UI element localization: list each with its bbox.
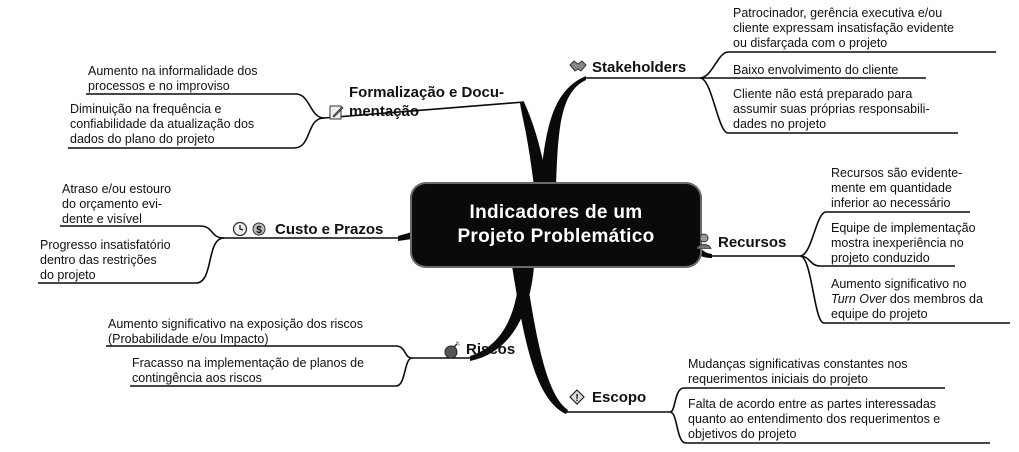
- line-leaf-e2: [669, 411, 990, 444]
- leaf-recursos-3[interactable]: Aumento significativo no Turn Over dos m…: [831, 277, 983, 322]
- central-topic-line1: Indicadores de um: [469, 202, 643, 223]
- line-leaf-f2: [68, 117, 325, 149]
- leaf-text: assumir suas próprias responsabili-: [733, 102, 930, 116]
- leaf-stakeholders-1[interactable]: Patrocinador, gerência executiva e/ou cl…: [733, 6, 954, 51]
- trunk-custo: [398, 232, 412, 241]
- leaf-text: Atraso e/ou estouro: [62, 182, 172, 196]
- branch-stakeholders[interactable]: Stakeholders: [592, 59, 687, 76]
- leaf-text-italic: Turn Over: [831, 292, 887, 306]
- leaf-text: dente e visível: [62, 212, 142, 226]
- line-leaf-r3: [799, 255, 1010, 324]
- leaf-riscos-1[interactable]: Aumento significativo na exposição dos r…: [108, 317, 363, 347]
- leaf-text: Cliente não está preparado para: [733, 87, 913, 101]
- leaf-escopo-2[interactable]: Falta de acordo entre as partes interess…: [688, 397, 940, 442]
- trunk-recursos: [700, 248, 712, 258]
- leaf-text-line: Turn Over dos membros da: [831, 292, 983, 307]
- clock-icon: [232, 221, 248, 240]
- leaf-text: Recursos são evidente-: [831, 166, 963, 180]
- warning-icon: !: [569, 389, 585, 408]
- leaf-text: processos e no improviso: [88, 79, 230, 93]
- leaf-text: quanto ao entendimento dos requerimentos…: [688, 412, 941, 426]
- leaf-custo-2[interactable]: Progresso insatisfatório dentro das rest…: [40, 238, 171, 283]
- leaf-text: Aumento significativo na exposição dos r…: [108, 317, 363, 331]
- leaf-text: Aumento na informalidade dos: [88, 64, 258, 78]
- leaf-text: mostra inexperiência no: [831, 236, 964, 250]
- trunk-formalizacao: [520, 102, 548, 186]
- leaf-custo-1[interactable]: Atraso e/ou estouro do orçamento evi- de…: [62, 182, 171, 227]
- leaf-text: confiabilidade da atualização dos: [70, 117, 255, 131]
- leaf-text: equipe do projeto: [831, 307, 928, 321]
- leaf-text: Equipe de implementação: [831, 221, 976, 235]
- line-leaf-r1: [799, 211, 970, 257]
- line-leaf-e1: [669, 387, 945, 413]
- leaf-text: ou disfarçada com o projeto: [733, 36, 888, 50]
- leaf-text: dades no projeto: [733, 117, 827, 131]
- leaf-stakeholders-3[interactable]: Cliente não está preparado para assumir …: [733, 87, 930, 132]
- leaf-text: contingência aos riscos: [132, 371, 262, 385]
- leaf-text: (Probabilidade e/ou Impacto): [108, 332, 269, 346]
- handshake-icon: [569, 59, 587, 76]
- leaf-text: inferior ao necessário: [831, 196, 951, 210]
- branch-custo-prazos[interactable]: Custo e Prazos: [275, 221, 384, 238]
- leaf-text: cliente expressam insatisfação evidente: [733, 21, 954, 35]
- branch-label-line1: Formalização e Docu-: [349, 84, 505, 101]
- central-topic-line2: Projeto Problemático: [457, 226, 655, 247]
- line-leaf-c2: [38, 237, 225, 284]
- leaf-text: do projeto: [40, 268, 96, 282]
- leaf-text: Progresso insatisfatório: [40, 238, 171, 252]
- branch-recursos[interactable]: Recursos: [718, 234, 787, 251]
- leaf-text: dentro das restrições: [40, 253, 157, 267]
- leaf-stakeholders-2[interactable]: Baixo envolvimento do cliente: [733, 63, 898, 78]
- central-topic[interactable]: Indicadores de um Projeto Problemático: [412, 184, 700, 266]
- branch-formalizacao[interactable]: Formalização e Docu- mentação: [349, 83, 504, 121]
- leaf-text: mente em quantidade: [831, 181, 952, 195]
- person-icon: [696, 233, 712, 252]
- leaf-text: Patrocinador, gerência executiva e/ou: [733, 6, 943, 20]
- leaf-text: Fracasso na implementação de planos de: [132, 356, 365, 370]
- leaf-text: requerimentos iniciais do projeto: [688, 372, 868, 386]
- leaf-escopo-1[interactable]: Mudanças significativas constantes nos r…: [688, 357, 908, 387]
- line-leaf-k2: [130, 357, 413, 387]
- leaf-text: Mudanças significativas constantes nos: [688, 357, 908, 371]
- leaf-formalizacao-1[interactable]: Aumento na informalidade dos processos e…: [88, 64, 258, 94]
- leaf-formalizacao-2[interactable]: Diminuição na frequência e confiabilidad…: [70, 102, 254, 147]
- line-leaf-f1: [86, 93, 325, 119]
- bomb-icon: [443, 341, 461, 362]
- svg-text:$: $: [256, 225, 262, 236]
- leaf-text: dos membros da: [889, 292, 983, 306]
- trunk-stakeholders: [540, 76, 586, 186]
- leaf-text: projeto conduzido: [831, 251, 930, 265]
- trunk-riscos: [470, 266, 534, 361]
- svg-text:!: !: [575, 393, 578, 404]
- line-leaf-s3: [699, 77, 958, 134]
- leaf-text: objetivos do projeto: [688, 427, 797, 441]
- leaf-recursos-1[interactable]: Recursos são evidente- mente em quantida…: [831, 166, 962, 211]
- money-icon: $: [252, 221, 266, 240]
- line-leaf-c1: [60, 225, 225, 239]
- document-edit-icon: [328, 104, 344, 123]
- leaf-riscos-2[interactable]: Fracasso na implementação de planos de c…: [132, 356, 364, 386]
- branch-label-line2: mentação: [349, 103, 420, 120]
- leaf-text: Diminuição na frequência e: [70, 102, 222, 116]
- leaf-recursos-2[interactable]: Equipe de implementação mostra inexperiê…: [831, 221, 976, 266]
- line-leaf-s1: [699, 51, 996, 79]
- branch-riscos[interactable]: Riscos: [466, 341, 516, 358]
- line-leaf-k1: [106, 345, 413, 359]
- leaf-text: do orçamento evi-: [62, 197, 163, 211]
- line-formalizacao: [323, 101, 525, 119]
- leaf-text: Aumento significativo no: [831, 277, 967, 291]
- leaf-text: Falta de acordo entre as partes interess…: [688, 397, 937, 411]
- leaf-text: Baixo envolvimento do cliente: [733, 63, 899, 77]
- leaf-text: dados do plano do projeto: [70, 132, 215, 146]
- branch-escopo[interactable]: Escopo: [592, 389, 647, 406]
